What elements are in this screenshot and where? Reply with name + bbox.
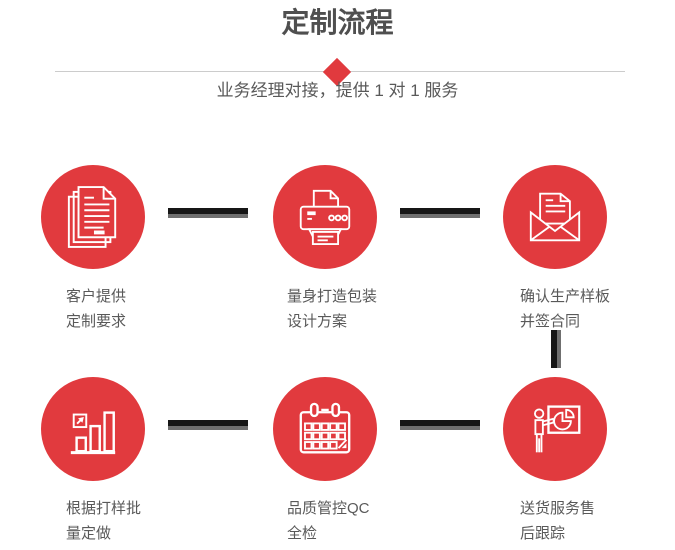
step-4-circle <box>41 377 145 481</box>
connector-step5-step6 <box>400 420 480 430</box>
envelope-icon <box>529 192 581 242</box>
step-2-label: 量身打造包装 设计方案 <box>287 288 378 330</box>
step-4-label: 根据打样批 量定做 <box>66 500 142 542</box>
step-1-circle <box>41 165 145 269</box>
connector-step3-step6 <box>551 330 561 368</box>
step-1-label: 客户提供 定制要求 <box>66 288 127 330</box>
connector-step1-step2 <box>168 208 248 218</box>
calendar-icon <box>299 402 351 454</box>
presentation-icon <box>534 405 581 453</box>
documents-icon <box>67 186 117 248</box>
bar-chart-icon <box>70 411 116 455</box>
step-2-circle <box>273 165 377 269</box>
connector-step2-step3 <box>400 208 480 218</box>
step-6-label: 送货服务售 后跟踪 <box>520 500 596 542</box>
connector-step4-step5 <box>168 420 248 430</box>
step-3-circle <box>503 165 607 269</box>
printer-icon <box>299 189 351 245</box>
step-3-label: 确认生产样板 并签合同 <box>520 288 611 330</box>
step-5-circle <box>273 377 377 481</box>
step-5-label: 品质管控QC 全检 <box>287 500 370 542</box>
subtitle: 业务经理对接，提供 1 对 1 服务 <box>216 81 459 100</box>
page-title: 定制流程 <box>281 7 394 38</box>
step-6-circle <box>503 377 607 481</box>
